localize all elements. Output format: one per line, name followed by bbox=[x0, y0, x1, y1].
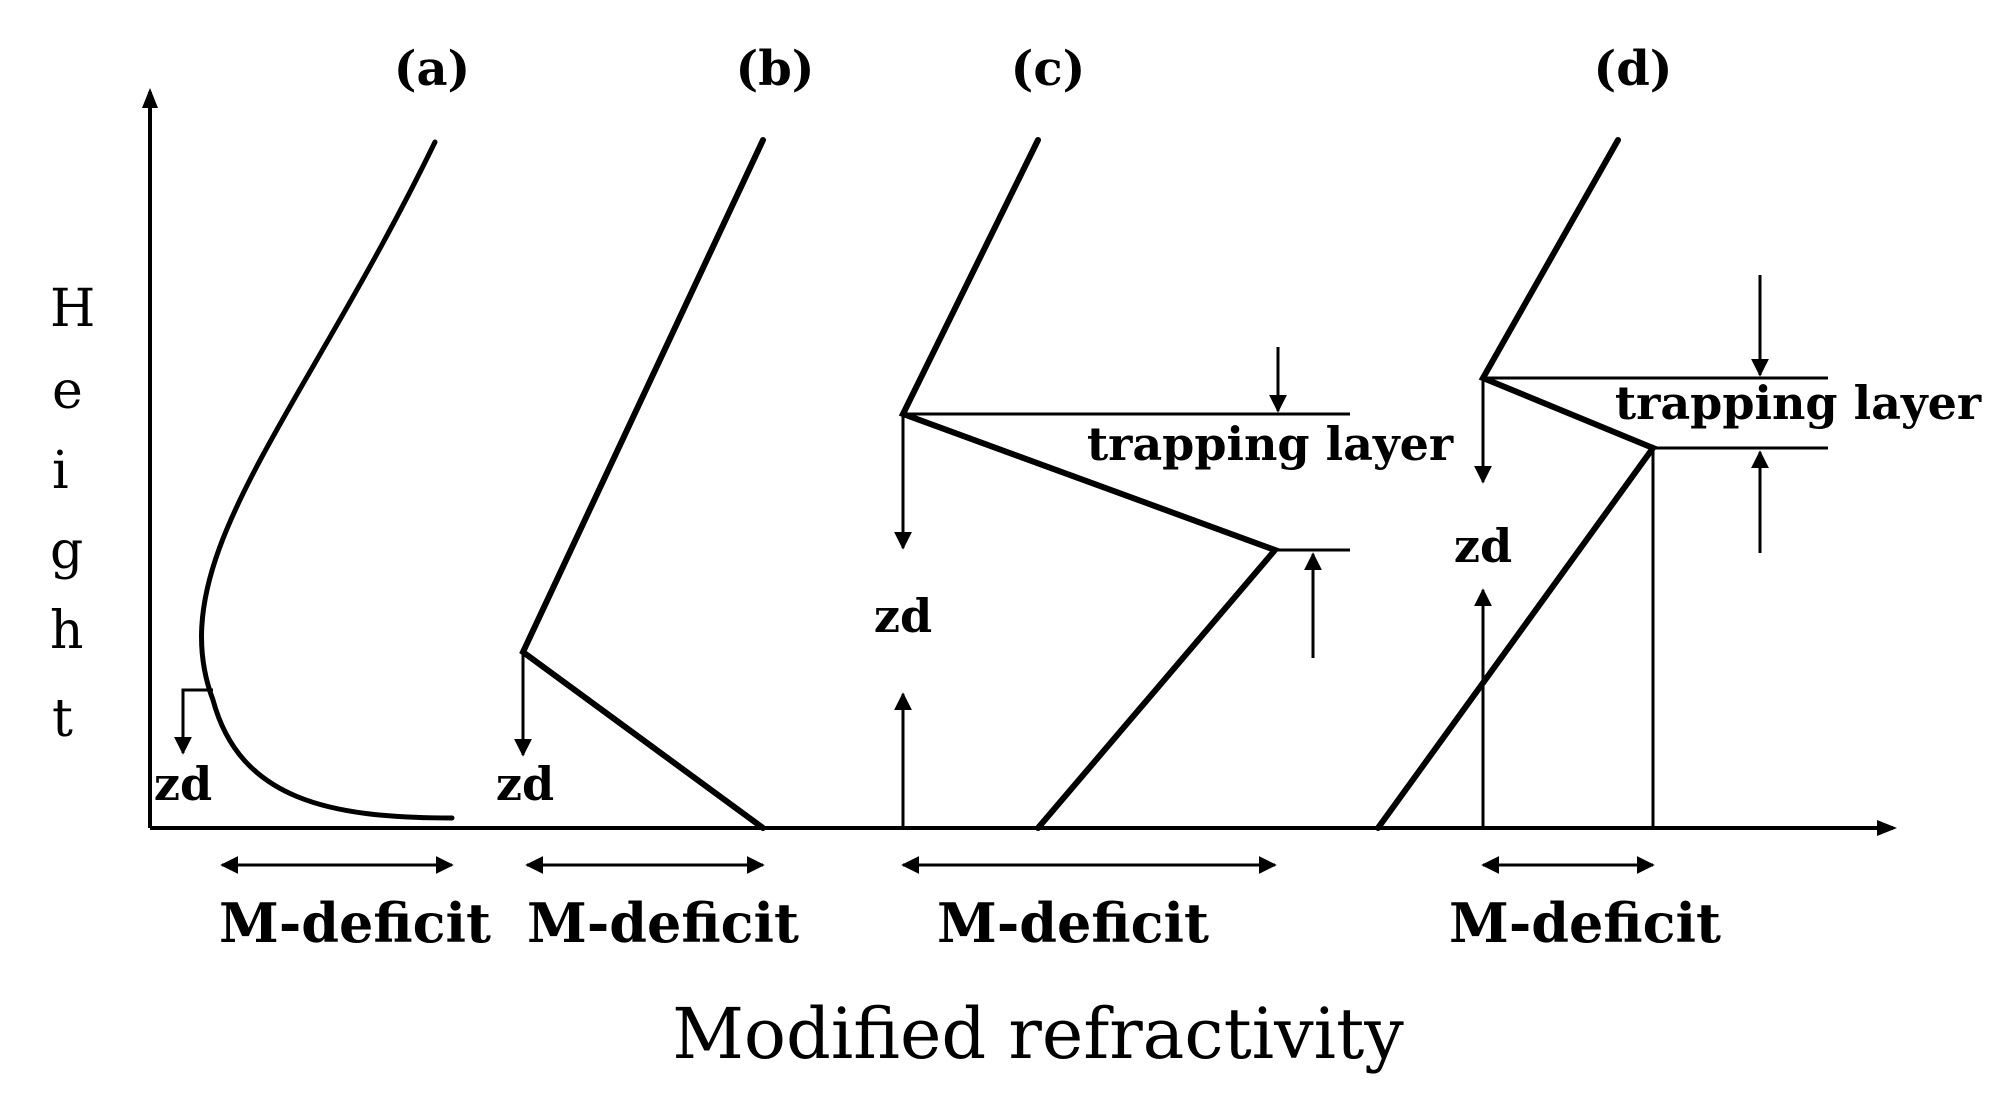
panel-c: (c) trapping layer zd M-deficit bbox=[874, 41, 1454, 955]
y-axis-title-letter: H bbox=[50, 279, 95, 339]
refractivity-profile-curve bbox=[199, 139, 455, 821]
refractivity-profile-line bbox=[1375, 137, 1658, 831]
x-axis-title: Modified refractivity bbox=[672, 993, 1404, 1075]
axes bbox=[142, 88, 1897, 836]
y-axis-title-letter: e bbox=[52, 361, 83, 421]
refractivity-profile-line bbox=[519, 137, 766, 831]
m-deficit-label: M-deficit bbox=[1449, 891, 1721, 955]
panel-label: (a) bbox=[394, 41, 471, 97]
panel-d: (d) trapping layer zd M-deficit bbox=[1375, 41, 1982, 955]
panel-label: (d) bbox=[1594, 41, 1673, 97]
y-axis-title-letter: i bbox=[52, 441, 69, 501]
panel-a: (a) zd M-deficit bbox=[154, 41, 491, 955]
y-axis-title-letter: t bbox=[52, 689, 73, 749]
zd-label: zd bbox=[154, 757, 212, 811]
panel-label: (b) bbox=[736, 41, 815, 97]
zd-height-marker bbox=[174, 688, 213, 755]
panel-b: (b) zd M-deficit bbox=[496, 41, 815, 955]
m-deficit-label: M-deficit bbox=[527, 891, 799, 955]
trapping-layer-label: trapping layer bbox=[1087, 417, 1454, 471]
y-axis-title: H e i g h t bbox=[50, 279, 95, 749]
y-axis-title-letter: g bbox=[50, 521, 83, 581]
panel-label: (c) bbox=[1011, 41, 1086, 97]
refractivity-profile-line bbox=[898, 137, 1281, 831]
y-axis-title-letter: h bbox=[50, 601, 84, 661]
zd-label: zd bbox=[874, 589, 932, 643]
zd-label: zd bbox=[1454, 519, 1512, 573]
zd-label: zd bbox=[496, 757, 554, 811]
m-deficit-label: M-deficit bbox=[937, 891, 1209, 955]
m-deficit-label: M-deficit bbox=[219, 891, 491, 955]
trapping-layer-label: trapping layer bbox=[1615, 376, 1982, 430]
